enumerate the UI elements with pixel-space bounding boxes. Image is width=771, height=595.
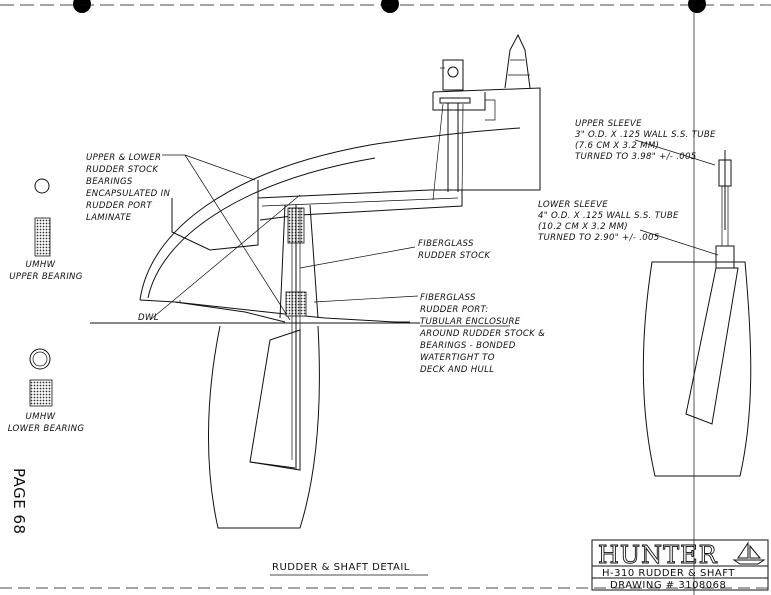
upper-sleeve-label: UPPER SLEEVE 3" O.D. X .125 WALL S.S. TU… [575, 119, 719, 162]
drawing-title: RUDDER & SHAFT DETAIL [272, 562, 410, 573]
drawing-name: H-310 RUDDER & SHAFT [602, 568, 735, 579]
punch-holes [0, 0, 771, 13]
shaft-detail [634, 139, 752, 477]
brand-logo-text: HUNTER [598, 541, 718, 569]
page-number: PAGE 68 [10, 468, 28, 535]
bearings-note: UPPER & LOWER RUDDER STOCK BEARINGS ENCA… [86, 153, 173, 223]
lower-sleeve-label: LOWER SLEEVE 4" O.D. X .125 WALL S.S. TU… [538, 200, 682, 243]
rudder-port-label: FIBERGLASS RUDDER PORT: TUBULAR ENCLOSUR… [419, 293, 548, 375]
title-block: HUNTER H-310 RUDDER & SHAFT DRAWING # 31… [591, 539, 769, 591]
rudder-stock [279, 204, 319, 470]
rudder-blade [207, 325, 320, 529]
drawing-number: DRAWING # 3108068 [610, 580, 726, 591]
stock-label: FIBERGLASS RUDDER STOCK [418, 239, 491, 261]
dwl-label: DWL [138, 313, 159, 323]
lower-bearing-icon [29, 348, 53, 407]
sailboat-icon [732, 541, 766, 565]
lower-bearing-label: UMHW LOWER BEARING [8, 412, 85, 434]
upper-bearing-icon [34, 178, 51, 257]
steering-pedestal [432, 33, 541, 201]
upper-bearing-label: UMHW UPPER BEARING [9, 260, 83, 282]
